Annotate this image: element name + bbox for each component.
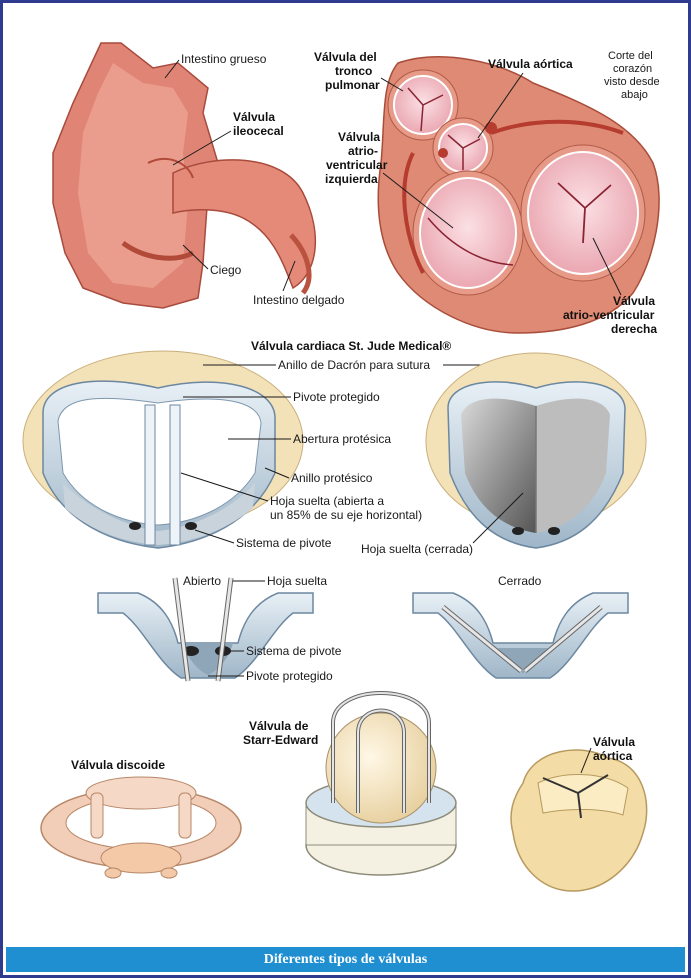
label-av-izq-4: izquierda: [325, 172, 378, 186]
label-hoja-abierta-2: un 85% de su eje horizontal): [270, 508, 422, 522]
label-anillo-protesico: Anillo protésico: [291, 471, 373, 485]
heart-section-illustration: [378, 57, 659, 333]
label-st-jude-title: Válvula cardiaca St. Jude Medical®: [251, 339, 451, 353]
label-aortica-bottom-1: Válvula: [593, 735, 635, 749]
label-abertura-protesica: Abertura protésica: [293, 432, 391, 446]
label-hoja-cerrada: Hoja suelta (cerrada): [361, 542, 473, 556]
label-av-der-1: Válvula: [613, 294, 655, 308]
label-valvula-discoide: Válvula discoide: [71, 758, 165, 772]
label-valvula-ileocecal-2: ileocecal: [233, 124, 284, 138]
label-corte-2: corazón: [613, 63, 652, 75]
label-valvula-aortica-top: Válvula aórtica: [488, 57, 573, 71]
label-intestino-delgado: Intestino delgado: [253, 293, 345, 307]
label-starr-2: Starr-Edward: [243, 733, 318, 747]
label-ciego: Ciego: [210, 263, 242, 277]
label-corte-3: visto desde: [604, 76, 660, 88]
label-tronco-3: pulmonar: [325, 78, 380, 92]
starr-edwards-illustration: [306, 693, 456, 875]
label-av-der-3: derecha: [611, 322, 657, 336]
label-av-der-2: atrio-ventricular: [563, 308, 655, 322]
label-tronco-2: tronco: [335, 64, 372, 78]
side-view-closed-illustration: [413, 593, 628, 678]
label-av-izq-3: ventricular: [326, 158, 388, 172]
label-valvula-ileocecal-1: Válvula: [233, 110, 275, 124]
tissue-aortic-valve-illustration: [511, 750, 647, 891]
label-cerrado: Cerrado: [498, 574, 542, 588]
label-av-izq-2: atrio-: [348, 144, 378, 158]
label-abierto: Abierto: [183, 574, 221, 588]
label-hoja-abierta-1: Hoja suelta (abierta a: [270, 494, 384, 508]
label-sistema-pivote: Sistema de pivote: [236, 536, 332, 550]
label-anillo-dacron: Anillo de Dacrón para sutura: [278, 358, 430, 372]
label-corte-1: Corte del: [608, 50, 653, 62]
st-jude-open-illustration: [23, 351, 303, 548]
side-view-open-illustration: [98, 578, 313, 681]
figure-caption-bar: Diferentes tipos de válvulas: [6, 947, 685, 972]
label-aortica-bottom-2: aórtica: [593, 749, 633, 763]
label-sistema-pivote-2: Sistema de pivote: [246, 644, 342, 658]
label-pivote-protegido: Pivote protegido: [293, 390, 380, 404]
ileocecal-illustration: [53, 43, 315, 308]
label-corte-4: abajo: [621, 89, 648, 101]
label-starr-1: Válvula de: [249, 719, 309, 733]
disc-valve-illustration: [41, 777, 241, 878]
label-av-izq-1: Válvula: [338, 130, 380, 144]
figure-caption: Diferentes tipos de válvulas: [264, 952, 427, 968]
st-jude-closed-illustration: [426, 353, 646, 548]
label-pivote-protegido-2: Pivote protegido: [246, 669, 333, 683]
valves-illustration: Intestino grueso Válvula ileocecal Ciego…: [3, 3, 688, 950]
label-hoja-suelta: Hoja suelta: [267, 574, 327, 588]
label-intestino-grueso: Intestino grueso: [181, 52, 267, 66]
label-tronco-1: Válvula del: [314, 50, 377, 64]
